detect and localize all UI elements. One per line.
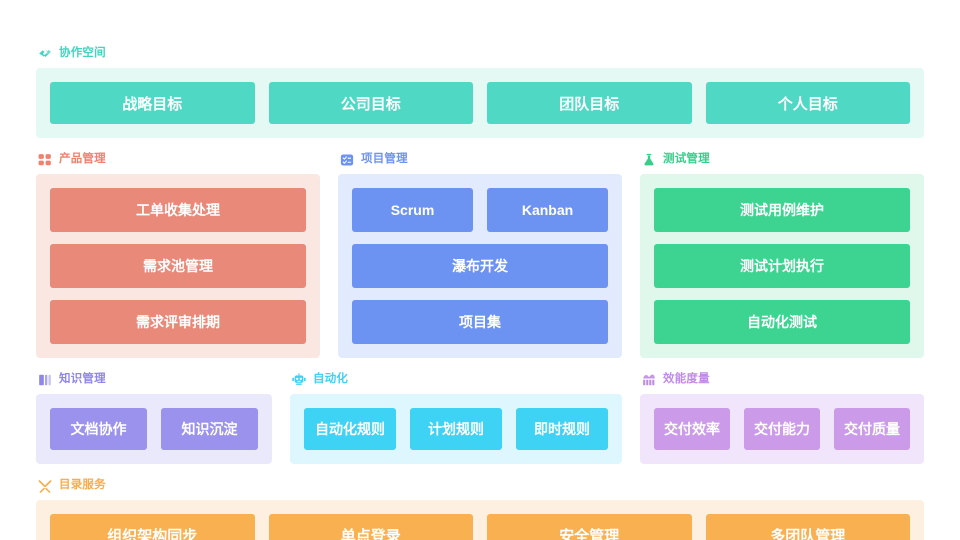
chip-instant-rules[interactable]: 即时规则 xyxy=(516,408,608,450)
chip-row: 工单收集处理 xyxy=(50,188,306,232)
chip-strategic-goal[interactable]: 战略目标 xyxy=(50,82,255,124)
chip-program[interactable]: 项目集 xyxy=(352,300,608,344)
panel-project-management: Scrum Kanban 瀑布开发 项目集 xyxy=(338,174,622,358)
section-header-collaboration-space: 协作空间 xyxy=(36,44,924,64)
section-title: 项目管理 xyxy=(361,153,408,166)
chip-row: 需求池管理 xyxy=(50,244,306,288)
section-title: 知识管理 xyxy=(59,373,106,386)
chip-delivery-quality[interactable]: 交付质量 xyxy=(834,408,910,450)
section-header-knowledge-management: 知识管理 xyxy=(36,370,272,390)
chip-personal-goal[interactable]: 个人目标 xyxy=(705,82,910,124)
chip-row: Scrum Kanban xyxy=(352,188,608,232)
section-header-project-management: 项目管理 xyxy=(338,150,622,170)
chip-test-plan-execution[interactable]: 测试计划执行 xyxy=(654,244,910,288)
section-header-product-management: 产品管理 xyxy=(36,150,320,170)
section-knowledge-management: 知识管理 文档协作 知识沉淀 xyxy=(36,370,272,464)
chip-row: 测试用例维护 xyxy=(654,188,910,232)
chip-single-sign-on[interactable]: 单点登录 xyxy=(268,514,473,540)
section-header-test-management: 测试管理 xyxy=(640,150,924,170)
chip-row: 瀑布开发 xyxy=(352,244,608,288)
chip-row: 自动化规则 计划规则 即时规则 xyxy=(304,408,608,450)
section-header-directory-service: 目录服务 xyxy=(36,476,924,496)
chip-row: 需求评审排期 xyxy=(50,300,306,344)
chip-multi-team-management[interactable]: 多团队管理 xyxy=(705,514,910,540)
chip-knowledge-precipitation[interactable]: 知识沉淀 xyxy=(161,408,258,450)
panel-automation: 自动化规则 计划规则 即时规则 xyxy=(290,394,622,464)
section-project-management: 项目管理 Scrum Kanban 瀑布开发 项目集 xyxy=(338,150,622,358)
chip-requirement-review-scheduling[interactable]: 需求评审排期 xyxy=(50,300,306,344)
chip-org-structure-sync[interactable]: 组织架构同步 xyxy=(50,514,255,540)
chip-requirement-pool-management[interactable]: 需求池管理 xyxy=(50,244,306,288)
chip-ticket-collection-handling[interactable]: 工单收集处理 xyxy=(50,188,306,232)
chip-automation-rules[interactable]: 自动化规则 xyxy=(304,408,396,450)
chip-scrum[interactable]: Scrum xyxy=(352,188,473,232)
chip-document-collaboration[interactable]: 文档协作 xyxy=(50,408,147,450)
chip-automated-testing[interactable]: 自动化测试 xyxy=(654,300,910,344)
panel-knowledge-management: 文档协作 知识沉淀 xyxy=(36,394,272,464)
bar-chart-icon xyxy=(642,373,656,387)
band-delivery: 产品管理 工单收集处理 需求池管理 需求评审排期 xyxy=(36,150,924,358)
section-automation: 自动化 自动化规则 计划规则 即时规则 xyxy=(290,370,622,464)
chip-row: 组织架构同步 单点登录 安全管理 多团队管理 xyxy=(50,514,910,540)
chip-team-goal[interactable]: 团队目标 xyxy=(487,82,692,124)
chip-security-management[interactable]: 安全管理 xyxy=(487,514,692,540)
section-header-automation: 自动化 xyxy=(290,370,622,390)
chip-test-case-maintenance[interactable]: 测试用例维护 xyxy=(654,188,910,232)
chip-row: 交付效率 交付能力 交付质量 xyxy=(654,408,910,450)
section-title: 自动化 xyxy=(313,373,349,386)
panel-product-management: 工单收集处理 需求池管理 需求评审排期 xyxy=(36,174,320,358)
section-title: 效能度量 xyxy=(663,373,710,386)
section-title: 产品管理 xyxy=(59,153,106,166)
chip-row: 文档协作 知识沉淀 xyxy=(50,408,258,450)
robot-icon xyxy=(292,373,306,387)
chip-company-goal[interactable]: 公司目标 xyxy=(268,82,473,124)
section-header-efficiency-metrics: 效能度量 xyxy=(640,370,924,390)
section-directory-service: 目录服务 组织架构同步 单点登录 安全管理 多团队管理 xyxy=(36,476,924,540)
handshake-icon xyxy=(38,47,52,61)
chip-row: 战略目标 公司目标 团队目标 个人目标 xyxy=(50,82,910,124)
section-product-management: 产品管理 工单收集处理 需求池管理 需求评审排期 xyxy=(36,150,320,358)
panel-directory-service: 组织架构同步 单点登录 安全管理 多团队管理 xyxy=(36,500,924,540)
chip-row: 测试计划执行 xyxy=(654,244,910,288)
panel-efficiency-metrics: 交付效率 交付能力 交付质量 xyxy=(640,394,924,464)
panel-test-management: 测试用例维护 测试计划执行 自动化测试 xyxy=(640,174,924,358)
section-efficiency-metrics: 效能度量 交付效率 交付能力 交付质量 xyxy=(640,370,924,464)
section-collaboration-space: 协作空间 战略目标 公司目标 团队目标 个人目标 xyxy=(36,44,924,138)
section-title: 协作空间 xyxy=(59,47,106,60)
chip-waterfall-development[interactable]: 瀑布开发 xyxy=(352,244,608,288)
section-title: 目录服务 xyxy=(59,479,106,492)
chip-row: 项目集 xyxy=(352,300,608,344)
chip-delivery-efficiency[interactable]: 交付效率 xyxy=(654,408,730,450)
chip-scheduled-rules[interactable]: 计划规则 xyxy=(410,408,502,450)
section-test-management: 测试管理 测试用例维护 测试计划执行 自动化测试 xyxy=(640,150,924,358)
chip-delivery-capability[interactable]: 交付能力 xyxy=(744,408,820,450)
book-icon xyxy=(38,373,52,387)
task-board-icon xyxy=(340,153,354,167)
panel-collaboration-space: 战略目标 公司目标 团队目标 个人目标 xyxy=(36,68,924,138)
flask-icon xyxy=(642,153,656,167)
tools-icon xyxy=(38,479,52,493)
section-title: 测试管理 xyxy=(663,153,710,166)
band-support: 知识管理 文档协作 知识沉淀 xyxy=(36,370,924,464)
chip-row: 自动化测试 xyxy=(654,300,910,344)
chip-kanban[interactable]: Kanban xyxy=(487,188,608,232)
grid-dots-icon xyxy=(38,153,52,167)
